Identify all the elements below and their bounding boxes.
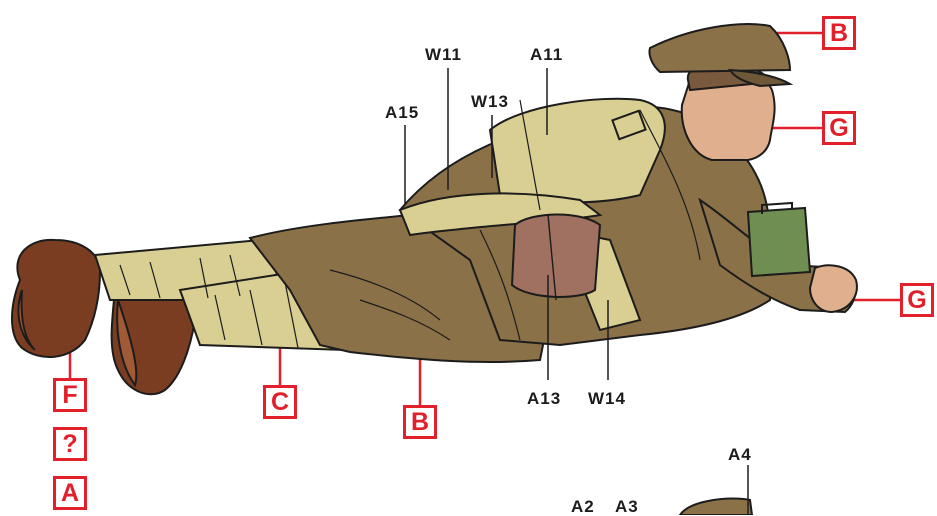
color-callout-f: F <box>53 378 87 412</box>
part-label-a13: A13 <box>527 390 561 407</box>
hand <box>810 265 857 312</box>
part-label-a4: A4 <box>728 446 752 463</box>
part-label-w11: W11 <box>425 46 462 63</box>
color-callout-b-cap: B <box>822 16 856 50</box>
color-callout-unknown: ? <box>53 427 87 461</box>
part-label-a3: A3 <box>615 498 639 515</box>
part-label-w13: W13 <box>471 93 509 110</box>
part-label-a15: A15 <box>385 104 419 121</box>
color-callout-b-trousers: B <box>403 405 437 439</box>
second-figure-partial <box>680 499 752 515</box>
pouch <box>512 214 600 300</box>
ammo-box <box>748 203 810 276</box>
part-label-w14: W14 <box>588 390 626 407</box>
color-callout-a: A <box>53 476 87 510</box>
part-label-a2: A2 <box>571 498 595 515</box>
part-label-a11: A11 <box>530 46 563 63</box>
color-callout-c: C <box>263 385 297 419</box>
color-callout-g-face: G <box>822 111 856 145</box>
color-callout-g-hand: G <box>900 283 934 317</box>
